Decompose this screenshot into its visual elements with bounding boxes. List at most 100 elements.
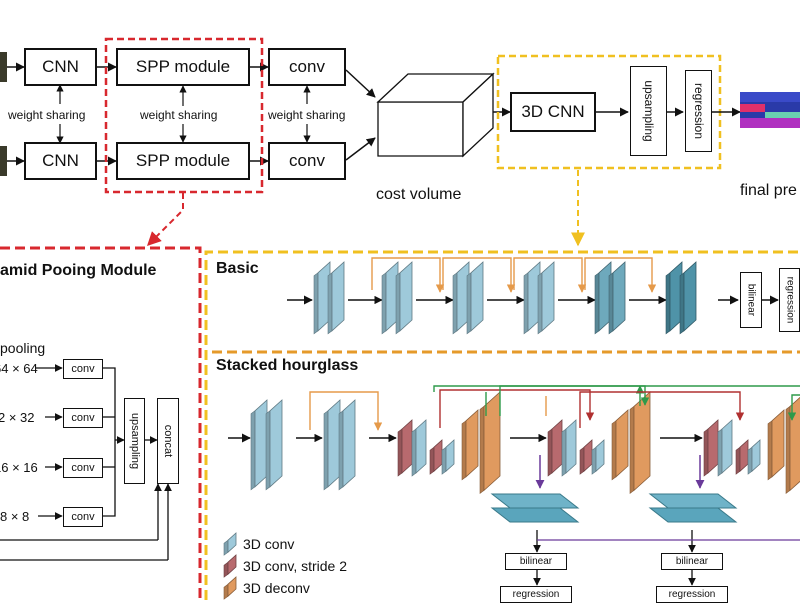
- pooling-label: pooling: [0, 340, 46, 356]
- hg0-deconv1: [461, 409, 479, 481]
- hg1-conv1: [561, 419, 577, 477]
- spp-upsampling-box: upsampling: [124, 398, 145, 484]
- basic-bilinear-box: bilinear: [740, 272, 762, 328]
- hg2-deconv1: [767, 409, 785, 481]
- hg1-down1: [547, 419, 563, 477]
- hg-skip-orange-0: [309, 391, 383, 431]
- basic-block-5-a: [665, 261, 683, 335]
- basic-blocks: [313, 257, 697, 335]
- conv-top-box: conv: [268, 48, 346, 86]
- weight-sharing-label-3: weight sharing: [268, 108, 346, 122]
- regression-box: regression: [685, 70, 712, 152]
- basic-block-2-b: [466, 261, 484, 335]
- legend-swatch-2: [223, 576, 237, 600]
- left-image-thumbnail: [0, 52, 7, 82]
- basic-bilinear-text: bilinear: [745, 283, 757, 317]
- basic-skip-1: [442, 257, 516, 293]
- spp-concat-box: concat: [157, 398, 179, 484]
- cnn-bottom-box: CNN: [24, 142, 97, 180]
- hg2-down1: [703, 419, 719, 477]
- pool-size-64: 64 × 64: [0, 361, 38, 376]
- basic-block-4-b: [608, 261, 626, 335]
- hourglass-title: Stacked hourglass: [216, 357, 359, 374]
- hg0-conv2: [441, 439, 455, 475]
- hg2-down2: [735, 439, 749, 475]
- hourglass-blocks: [250, 385, 800, 494]
- hg-block-2b: [338, 399, 356, 491]
- legend-label-3dconv-stride2: 3D conv, stride 2: [243, 558, 348, 574]
- hg-skip-red-1: [579, 391, 745, 428]
- hg-input-block-b: [265, 399, 283, 491]
- spp-red-dashed-frame: [104, 37, 264, 194]
- hg2-conv2: [747, 439, 761, 475]
- cost-volume-cube: [376, 72, 495, 158]
- hg0-down1: [397, 419, 413, 477]
- spp-conv-3: conv: [63, 458, 103, 478]
- final-prediction-label: final pre: [740, 182, 797, 199]
- legend-swatch-1: [223, 554, 237, 578]
- basic-block-3-b: [537, 261, 555, 335]
- legend-swatch-0: [223, 532, 237, 556]
- pool-size-32: 2 × 32: [0, 410, 35, 425]
- hg-bilinear-1: bilinear: [505, 553, 567, 570]
- weight-sharing-label-1: weight sharing: [8, 108, 86, 122]
- hg-bilinear-2: bilinear: [661, 553, 723, 570]
- basic-block-3-a: [523, 261, 541, 335]
- regression-text: regression: [691, 82, 706, 140]
- hg1-down2: [579, 439, 593, 475]
- basic-block-4-a: [594, 261, 612, 335]
- hg-skip-red-0: [439, 389, 595, 428]
- upsampling-box: upsampling: [630, 66, 667, 156]
- cost-volume-label: cost volume: [376, 186, 462, 203]
- basic-block-2-a: [452, 261, 470, 335]
- hg0-deconv2: [479, 391, 501, 494]
- hg1-conv2: [591, 439, 605, 475]
- hg-skip-green-long: [433, 385, 800, 392]
- spp-conv-1: conv: [63, 359, 103, 379]
- output-plane-2: [648, 493, 738, 523]
- cnn-top-box: CNN: [24, 48, 97, 86]
- hg-block-2a: [323, 399, 341, 491]
- spp-conv-4: conv: [63, 507, 103, 527]
- hg1-deconv1: [611, 409, 629, 481]
- hg0-down2: [429, 439, 443, 475]
- legend-label-3ddeconv: 3D deconv: [243, 580, 310, 596]
- basic-block-0-a: [313, 261, 331, 335]
- right-image-thumbnail: [0, 146, 7, 176]
- hg1-deconv2: [629, 391, 651, 494]
- basic-regression-box: regression: [779, 268, 800, 332]
- basic-block-0-b: [327, 261, 345, 335]
- basic-title: Basic: [216, 260, 259, 277]
- hg-skip-green-2: [787, 394, 800, 421]
- upsampling-text: upsampling: [641, 80, 656, 142]
- cnn3d-box: 3D CNN: [510, 92, 596, 132]
- basic-regression-text: regression: [784, 276, 795, 324]
- spp-conv-2: conv: [63, 408, 103, 428]
- hg0-conv1: [411, 419, 427, 477]
- hg-input-block-a: [250, 399, 268, 491]
- spp-panel-title: amid Pooing Module: [0, 262, 157, 279]
- weight-sharing-label-2: weight sharing: [140, 108, 218, 122]
- basic-block-1-a: [381, 261, 399, 335]
- hg2-conv1: [717, 419, 733, 477]
- hg2-deconv2: [785, 396, 800, 494]
- basic-skip-0: [371, 257, 445, 293]
- basic-skip-2: [513, 257, 587, 293]
- pool-size-8: 8 × 8: [0, 509, 30, 524]
- basic-skip-3: [584, 257, 657, 293]
- spp-module-top-box: SPP module: [116, 48, 250, 86]
- legend-swatches: [223, 532, 237, 600]
- spp-module-bottom-box: SPP module: [116, 142, 250, 180]
- hg-regression-2: regression: [656, 586, 728, 603]
- conv-bottom-box: conv: [268, 142, 346, 180]
- spp-upsampling-text: upsampling: [128, 412, 141, 470]
- basic-block-5-b: [679, 261, 697, 335]
- pool-size-16: 16 × 16: [0, 460, 38, 475]
- hg-regression-1: regression: [500, 586, 572, 603]
- legend-label-3dconv: 3D conv: [243, 536, 295, 552]
- spp-concat-text: concat: [162, 424, 174, 458]
- final-prediction-map: [740, 92, 800, 128]
- basic-block-1-b: [395, 261, 413, 335]
- output-plane-1: [490, 493, 580, 523]
